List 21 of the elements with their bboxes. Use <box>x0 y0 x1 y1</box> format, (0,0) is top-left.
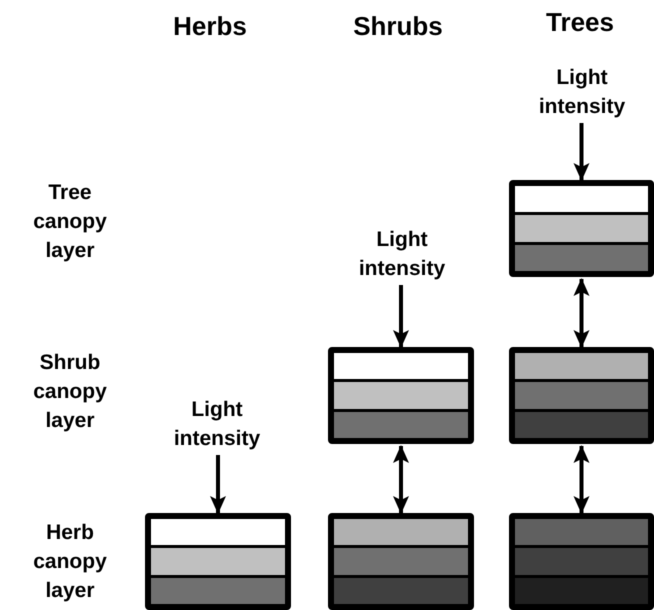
arrow <box>574 123 590 181</box>
layered-box <box>328 347 474 444</box>
light-label: Light intensity <box>157 395 277 453</box>
column-heading: Trees <box>545 6 615 39</box>
double-arrow <box>393 445 409 514</box>
row-label: Shrub canopy layer <box>32 350 108 434</box>
row-label: Herb canopy layer <box>32 520 108 604</box>
layered-box <box>328 513 474 610</box>
column-heading: Herbs <box>172 10 248 43</box>
row-label: Tree canopy layer <box>32 180 108 264</box>
column-heading: Shrubs <box>352 10 444 43</box>
arrow <box>210 455 226 514</box>
double-arrow <box>574 278 590 348</box>
layered-box <box>509 513 654 610</box>
light-label: Light intensity <box>342 225 462 283</box>
layered-box <box>509 347 654 444</box>
layered-box <box>509 180 654 277</box>
arrow <box>393 285 409 348</box>
double-arrow <box>574 445 590 514</box>
layered-box <box>145 513 291 610</box>
light-label: Light intensity <box>522 63 642 121</box>
